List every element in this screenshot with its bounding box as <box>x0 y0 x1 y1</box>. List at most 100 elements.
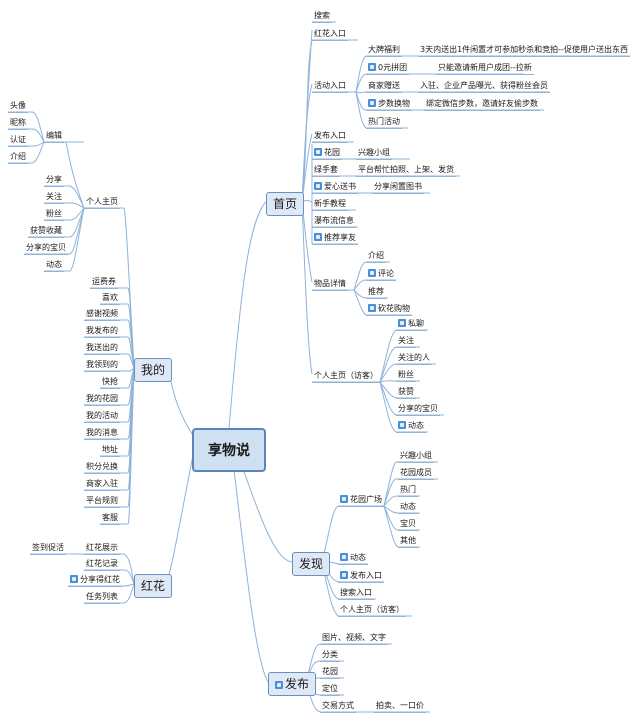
home-recommend-friends: 推荐享友 <box>312 232 358 245</box>
mine-item-address: 地址 <box>100 444 120 457</box>
mine-item-my-garden: 我的花园 <box>84 393 120 406</box>
activity-merchant-gift-desc: 入驻、企业产品曝光、获得粉丝会员 <box>418 80 550 93</box>
edit-avatar: 头像 <box>8 100 28 113</box>
home-green-hand-desc: 平台帮忙拍照、上架、发货 <box>356 164 456 177</box>
activity-steps-desc: 绑定微信步数，邀请好友偷步数 <box>424 98 540 111</box>
mine-item-points: 积分兑换 <box>84 461 120 474</box>
home-waterfall: 瀑布流信息 <box>312 215 356 228</box>
home-search: 搜索 <box>312 10 332 23</box>
mine-edit: 编辑 <box>44 130 64 143</box>
discover-feed-label: 动态 <box>350 553 366 562</box>
visitor-chat-label: 私聊 <box>408 319 424 328</box>
profile-likes-favorites: 获赞收藏 <box>28 225 64 238</box>
item-detail-bargain-label: 砍花购物 <box>378 304 410 313</box>
mine-item-my-activity: 我的活动 <box>84 410 120 423</box>
doc-icon <box>314 233 322 241</box>
home-garden-desc: 兴趣小组 <box>356 147 392 160</box>
profile-share: 分享 <box>44 174 64 187</box>
square-members: 花园成员 <box>398 467 434 480</box>
home-red-flower-entry: 红花入口 <box>312 28 348 41</box>
publish-trade-desc: 拍卖、一口价 <box>374 700 426 713</box>
home-love-book-desc: 分享闲置图书 <box>372 181 424 194</box>
activity-group-buy-desc: 只能邀请新用户成团--拉新 <box>436 62 534 75</box>
edit-verify: 认证 <box>8 134 28 147</box>
mine-item-my-messages: 我的消息 <box>84 427 120 440</box>
doc-icon <box>340 495 348 503</box>
doc-icon <box>70 575 78 583</box>
red-flower-share: 分享得红花 <box>68 574 122 587</box>
mine-item-snap: 快抢 <box>100 376 120 389</box>
doc-icon <box>340 571 348 579</box>
square-hot: 热门 <box>398 484 418 497</box>
item-detail-bargain: 砍花购物 <box>366 303 412 316</box>
profile-shared-treasures: 分享的宝贝 <box>24 242 68 255</box>
visitor-fans: 粉丝 <box>396 369 416 382</box>
mine-item-service: 客服 <box>100 512 120 525</box>
visitor-following: 关注的人 <box>396 352 432 365</box>
doc-icon <box>368 63 376 71</box>
square-other: 其他 <box>398 535 418 548</box>
mine-item-given: 我送出的 <box>84 342 120 355</box>
home-green-hand: 绿手套 <box>312 164 340 177</box>
activity-group-buy-label: 0元拼团 <box>378 63 408 72</box>
mine-item-merchant: 商家入驻 <box>84 478 120 491</box>
profile-fans: 粉丝 <box>44 208 64 221</box>
item-detail-comment: 评论 <box>366 268 396 281</box>
home-post-entry: 发布入口 <box>312 130 348 143</box>
publish-trade-mode: 交易方式 <box>320 700 356 713</box>
visitor-shared-treasures: 分享的宝贝 <box>396 403 440 416</box>
mine-item-my-posts: 我发布的 <box>84 325 120 338</box>
publish-icon <box>275 681 283 689</box>
mine-profile: 个人主页 <box>84 196 120 209</box>
red-flower-record: 红花记录 <box>84 558 120 571</box>
discover-post-entry-label: 发布入口 <box>350 571 382 580</box>
square-feed: 动态 <box>398 501 418 514</box>
item-detail-intro: 介绍 <box>366 250 386 263</box>
visitor-follow: 关注 <box>396 335 416 348</box>
red-flower-share-label: 分享得红花 <box>80 575 120 584</box>
center-topic: 享物说 <box>192 428 266 472</box>
profile-feed: 动态 <box>44 259 64 272</box>
home-item-detail: 物品详情 <box>312 278 348 291</box>
branch-publish: 发布 <box>268 672 317 696</box>
visitor-feed: 动态 <box>396 420 426 433</box>
activity-group-buy: 0元拼团 <box>366 62 410 75</box>
publish-media: 图片、视频、文字 <box>320 632 388 645</box>
visitor-likes: 获赞 <box>396 386 416 399</box>
activity-steps: 步数换物 <box>366 98 412 111</box>
home-novice: 新手教程 <box>312 198 348 211</box>
doc-icon <box>368 269 376 277</box>
mine-item-likes: 喜欢 <box>100 292 120 305</box>
home-profile-visitor: 个人主页（访客） <box>312 370 380 383</box>
mine-item-rules: 平台规则 <box>84 495 120 508</box>
activity-big-brand-desc: 3天内送出1件闲置才可参加秒杀和竞拍--促使用户送出东西 <box>418 44 630 57</box>
home-recommend-friends-label: 推荐享友 <box>324 233 356 242</box>
mine-item-shipping-coupon: 运费券 <box>90 276 118 289</box>
doc-icon <box>368 99 376 107</box>
publish-category: 分类 <box>320 649 340 662</box>
discover-garden-square-label: 花园广场 <box>350 495 382 504</box>
branch-red-flower: 红花 <box>134 574 173 598</box>
discover-garden-square: 花园广场 <box>338 494 384 507</box>
edit-intro: 介绍 <box>8 151 28 164</box>
square-treasure: 宝贝 <box>398 518 418 531</box>
mine-item-thanks-video: 感谢视频 <box>84 308 120 321</box>
item-detail-recommend: 推荐 <box>366 286 386 299</box>
branch-home: 首页 <box>266 192 305 216</box>
mine-item-received: 我领到的 <box>84 359 120 372</box>
discover-feed: 动态 <box>338 552 368 565</box>
doc-icon <box>340 553 348 561</box>
activity-hot: 热门活动 <box>366 116 402 129</box>
red-flower-tasks: 任务列表 <box>84 591 120 604</box>
discover-search-entry: 搜索入口 <box>338 587 374 600</box>
home-activity-entry: 活动入口 <box>312 80 348 93</box>
doc-icon <box>398 421 406 429</box>
doc-icon <box>368 304 376 312</box>
red-flower-checkin: 签到促活 <box>30 542 66 555</box>
home-love-book: 爱心送书 <box>312 181 358 194</box>
doc-icon <box>314 182 322 190</box>
branch-discover: 发现 <box>292 552 331 576</box>
visitor-chat: 私聊 <box>396 318 426 331</box>
home-garden-label: 花园 <box>324 148 340 157</box>
